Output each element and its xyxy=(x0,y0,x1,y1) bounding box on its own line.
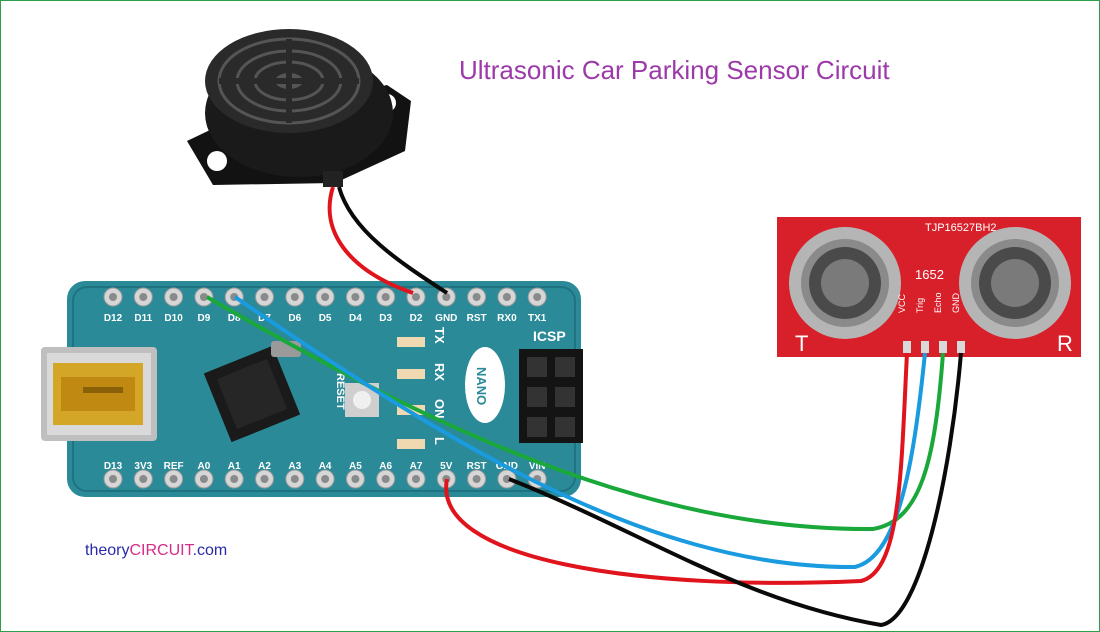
sensor-left-label: T xyxy=(795,331,808,356)
sensor-pin-echo: Echo xyxy=(933,292,943,313)
bottom-pin-label-3v3: 3V3 xyxy=(134,461,152,472)
sensor-right-label: R xyxy=(1057,331,1073,356)
top-pin-hole-d9 xyxy=(199,293,208,301)
bottom-pin-label-a5: A5 xyxy=(349,461,362,472)
top-pin-hole-gnd xyxy=(442,293,451,301)
top-pin-label-gnd: GND xyxy=(435,313,457,324)
top-pin-hole-d4 xyxy=(351,293,360,301)
top-pin-hole-d10 xyxy=(169,293,178,301)
bottom-pin-hole-a7 xyxy=(412,475,420,483)
bottom-pin-hole-a3 xyxy=(290,475,299,483)
top-pin-label-d12: D12 xyxy=(104,313,123,324)
top-pin-hole-d5 xyxy=(321,293,330,301)
bottom-pin-hole-a2 xyxy=(260,475,269,483)
bottom-pin-hole-a6 xyxy=(381,475,390,483)
led-label-tx: TX xyxy=(432,327,447,344)
nano-label: NANO xyxy=(474,367,489,405)
top-pin-label-d5: D5 xyxy=(319,313,332,324)
sensor-model: TJP16527BH2 xyxy=(925,222,997,234)
bottom-pin-label-5v: 5V xyxy=(440,461,453,472)
icsp-header: ICSP xyxy=(519,328,583,443)
top-pin-label-tx1: TX1 xyxy=(528,313,547,324)
top-pin-hole-d6 xyxy=(290,293,299,301)
led-label-on: ON xyxy=(432,399,447,419)
top-pin-hole-d12 xyxy=(109,293,117,301)
bottom-pin-label-a7: A7 xyxy=(410,461,423,472)
icsp-label: ICSP xyxy=(533,328,566,344)
receiver-transducer xyxy=(959,227,1071,339)
bottom-pin-hole-a1 xyxy=(230,475,239,483)
top-pin-hole-d7 xyxy=(260,293,269,301)
microcontroller-chip xyxy=(203,345,301,443)
bottom-pin-hole-a4 xyxy=(321,475,330,483)
top-pin-label-d11: D11 xyxy=(134,313,152,324)
led-label-l: L xyxy=(432,437,447,445)
top-pin-label-d10: D10 xyxy=(164,313,183,324)
sensor-pin-trig: Trig xyxy=(915,298,925,313)
top-pin-label-d9: D9 xyxy=(198,313,211,324)
bottom-pin-hole-a0 xyxy=(199,475,208,483)
wire-5v-vcc xyxy=(444,352,909,585)
buzzer xyxy=(187,29,411,187)
top-pin-label-rx0: RX0 xyxy=(497,313,517,324)
brand-footer: theoryCIRCUIT.com xyxy=(85,542,227,560)
bottom-pin-hole-3v3 xyxy=(139,475,148,483)
bottom-pin-label-rst: RST xyxy=(467,461,487,472)
brand-prefix: theory xyxy=(85,542,130,559)
top-pin-label-rst: RST xyxy=(467,313,487,324)
top-pin-hole-rst xyxy=(472,293,481,301)
sensor-pin-vcc: VCC xyxy=(897,293,907,313)
bottom-pin-label-a2: A2 xyxy=(258,461,271,472)
bottom-pin-hole-ref xyxy=(169,475,178,483)
bottom-pin-label-a0: A0 xyxy=(198,461,211,472)
bottom-pin-label-a4: A4 xyxy=(319,461,332,472)
bottom-pin-hole-a5 xyxy=(351,475,360,483)
brand-suffix: .com xyxy=(192,542,228,559)
nano-logo: NANO xyxy=(465,347,505,423)
top-pin-hole-d2 xyxy=(412,293,420,301)
sensor-chip-text: 1652 xyxy=(915,267,944,282)
wire-gnd-buzzer xyxy=(337,186,449,295)
rx-led xyxy=(397,369,425,379)
tx-led xyxy=(397,337,425,347)
top-pin-label-d8: D8 xyxy=(228,313,241,324)
ultrasonic-sensor: TJP16527BH2 1652 T R VCC Trig Echo GND xyxy=(777,217,1081,357)
bottom-pin-label-ref: REF xyxy=(164,461,184,472)
reset-label: RESET xyxy=(334,373,346,410)
bottom-pin-label-a1: A1 xyxy=(228,461,241,472)
led-label-rx: RX xyxy=(432,363,447,381)
bottom-pin-label-d13: D13 xyxy=(104,461,123,472)
bottom-pin-label-a3: A3 xyxy=(288,461,301,472)
top-pin-label-d3: D3 xyxy=(379,313,392,324)
bottom-pin-label-vin: VIN xyxy=(529,461,546,472)
usb-connector xyxy=(41,347,157,441)
bottom-pin-hole-rst xyxy=(472,475,481,483)
diagram-title: Ultrasonic Car Parking Sensor Circuit xyxy=(459,55,890,85)
top-pin-label-d2: D2 xyxy=(410,313,423,324)
transmitter-transducer xyxy=(789,227,901,339)
wire-d2-buzzer xyxy=(327,186,414,295)
top-pin-hole-rx0 xyxy=(502,293,511,301)
wire-gnd-sensor xyxy=(508,352,963,628)
wires xyxy=(205,186,963,628)
top-pin-hole-d11 xyxy=(139,293,148,301)
wire-d8-trig xyxy=(233,295,927,570)
on-led xyxy=(397,405,425,415)
brand-highlight: CIRCUIT xyxy=(129,542,193,559)
top-pin-hole-d3 xyxy=(381,293,390,301)
arduino-nano-board: RESET TX RX ON L NANO ICSP xyxy=(41,281,583,497)
sensor-pin-gnd: GND xyxy=(951,293,961,314)
bottom-pin-hole-d13 xyxy=(109,475,117,483)
top-pin-label-d4: D4 xyxy=(349,313,362,324)
l-led xyxy=(397,439,425,449)
top-pin-label-d6: D6 xyxy=(288,313,301,324)
top-pin-hole-tx1 xyxy=(533,293,542,301)
bottom-pin-label-a6: A6 xyxy=(379,461,392,472)
